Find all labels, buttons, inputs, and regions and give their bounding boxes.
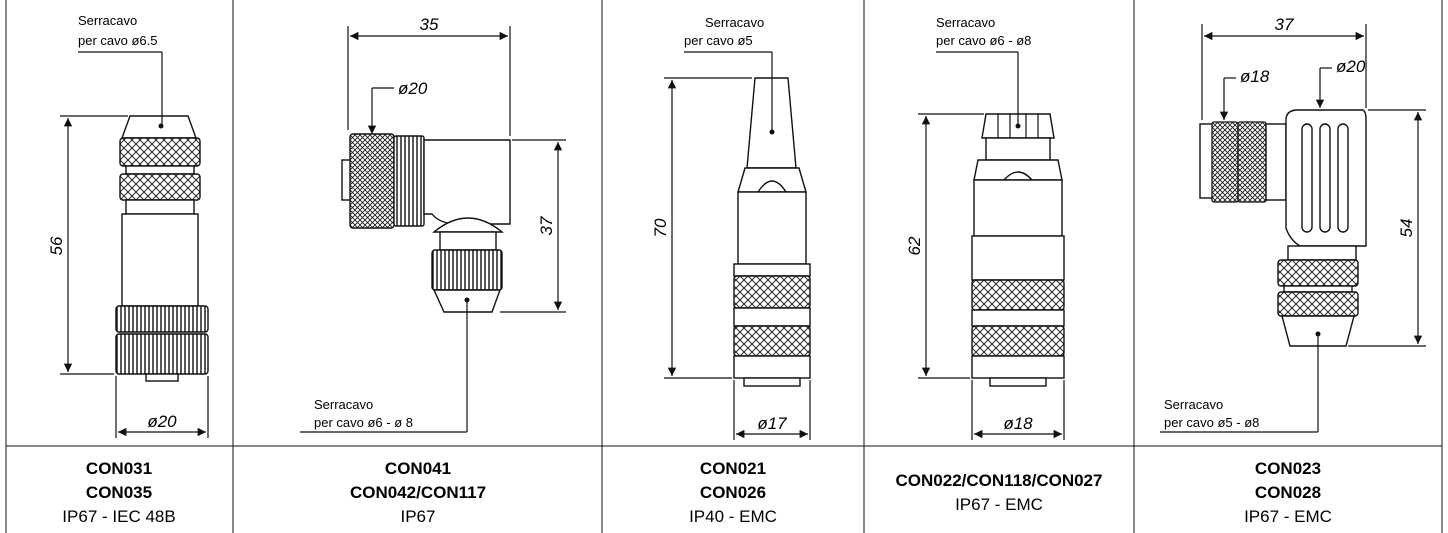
height-dimension: 37 (500, 139, 566, 313)
diameter-callout: ø20 (367, 79, 428, 134)
cable-clamp-callout: Serracavo per cavo ø6 - ø 8 (300, 302, 468, 433)
height-dimension: 56 (47, 115, 128, 375)
height-value: 62 (905, 236, 924, 255)
large-diameter-callout: ø20 (1315, 57, 1366, 108)
cable-clamp-size: per cavo ø6 - ø8 (936, 33, 1031, 48)
panel-con023: 37 ø18 ø20 54 Serracavo per cavo ø5 - ø8… (1160, 15, 1426, 526)
panel-con041: 35 ø20 37 Serracavo per cavo ø6 - ø 8 CO… (300, 15, 566, 526)
product-code: CON023 (1255, 459, 1321, 478)
diameter-dimension: ø18 (971, 380, 1065, 440)
cable-clamp-callout: Serracavo per cavo ø5 - ø8 (1160, 336, 1319, 433)
height-value: 54 (1397, 219, 1416, 238)
panel-con031: Serracavo per cavo ø6.5 56 ø20 CON031 CO… (47, 13, 209, 526)
diameter-value: ø17 (757, 414, 787, 433)
small-diameter-value: ø18 (1240, 67, 1270, 86)
panel-con021: Serracavo per cavo ø5 70 ø17 CON021 CON0… (651, 15, 811, 526)
product-spec: IP67 (401, 507, 436, 526)
panel-con022: Serracavo per cavo ø6 - ø8 62 ø18 CON022… (896, 15, 1103, 514)
cable-clamp-label: Serracavo (705, 15, 764, 30)
connector-drawing-con022 (971, 113, 1065, 387)
product-code: CON021 (700, 459, 766, 478)
diameter-value: ø20 (398, 79, 428, 98)
cable-clamp-size: per cavo ø6.5 (78, 33, 158, 48)
width-dimension: 37 (1201, 15, 1367, 120)
width-dimension: 35 (347, 15, 511, 136)
product-spec: IP67 - EMC (955, 495, 1043, 514)
cable-clamp-size: per cavo ø5 (684, 33, 753, 48)
connector-drawing-con041 (341, 133, 511, 313)
diameter-value: ø20 (147, 412, 177, 431)
cable-clamp-label: Serracavo (78, 13, 137, 28)
cable-clamp-size: per cavo ø5 - ø8 (1164, 415, 1259, 430)
height-value: 56 (47, 236, 66, 255)
product-code: CON042/CON117 (350, 483, 486, 502)
cable-clamp-size: per cavo ø6 - ø 8 (314, 415, 413, 430)
cable-clamp-label: Serracavo (314, 397, 373, 412)
product-code: CON022/CON118/CON027 (896, 471, 1103, 490)
panel-frame (5, 0, 1443, 533)
diameter-dimension: ø17 (733, 380, 811, 440)
connector-drawing-con023 (1199, 109, 1367, 347)
height-dimension: 62 (905, 113, 984, 379)
product-code: CON035 (86, 483, 152, 502)
diameter-value: ø18 (1003, 414, 1033, 433)
connector-drawing-con031 (115, 115, 209, 382)
height-value: 37 (537, 216, 556, 235)
small-diameter-callout: ø18 (1219, 67, 1270, 120)
product-spec: IP67 - IEC 48B (62, 507, 175, 526)
product-spec: IP40 - EMC (689, 507, 777, 526)
diameter-dimension: ø20 (115, 376, 209, 438)
width-value: 35 (420, 15, 439, 34)
height-value: 70 (651, 218, 670, 237)
cable-clamp-callout: Serracavo per cavo ø6 - ø8 (936, 15, 1031, 124)
cable-clamp-callout: Serracavo per cavo ø6.5 (78, 13, 163, 124)
cable-clamp-callout: Serracavo per cavo ø5 (684, 15, 773, 130)
large-diameter-value: ø20 (1336, 57, 1366, 76)
cable-clamp-label: Serracavo (1164, 397, 1223, 412)
product-code: CON026 (700, 483, 766, 502)
height-dimension: 54 (1348, 109, 1426, 347)
product-spec: IP67 - EMC (1244, 507, 1332, 526)
connector-drawing-con021 (733, 77, 811, 387)
product-code: CON028 (1255, 483, 1321, 502)
product-code: CON041 (385, 459, 451, 478)
height-dimension: 70 (651, 77, 752, 379)
product-code: CON031 (86, 459, 152, 478)
cable-clamp-label: Serracavo (936, 15, 995, 30)
width-value: 37 (1275, 15, 1294, 34)
